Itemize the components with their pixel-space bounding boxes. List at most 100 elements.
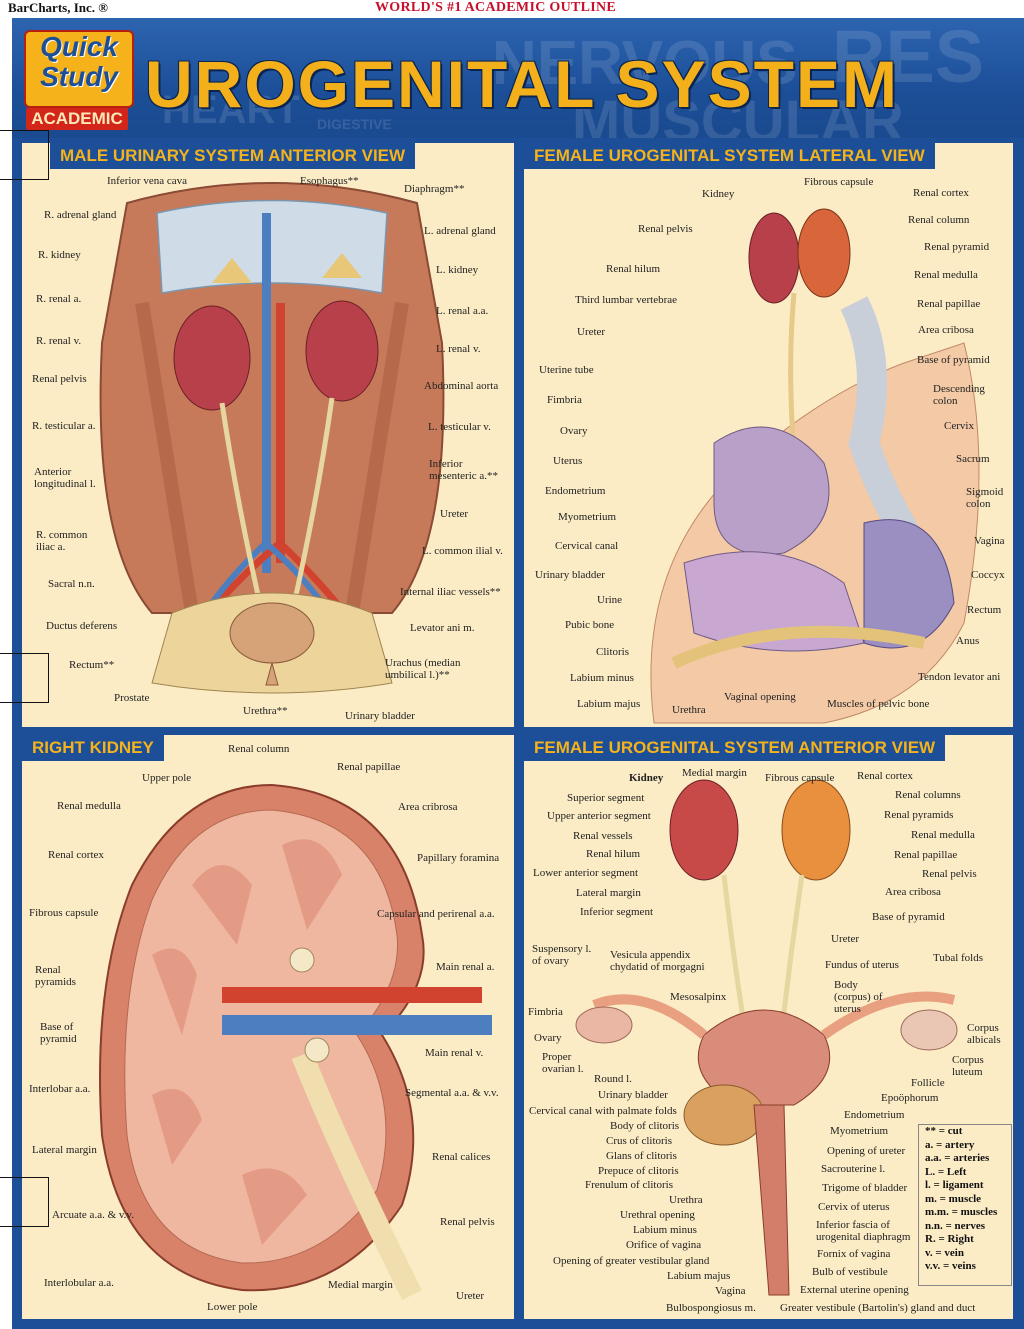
label: Greater vestibule (Bartolin's) gland and…	[780, 1302, 976, 1314]
label: Clitoris	[596, 646, 630, 658]
label: Renal	[35, 964, 61, 976]
label: Renal pelvis	[922, 868, 977, 880]
label: Vagina	[974, 535, 1005, 547]
logo-academic: ACADEMIC	[26, 108, 128, 130]
label: Esophagus**	[300, 175, 359, 187]
label: Sacrouterine l.	[821, 1163, 886, 1175]
label: Coccyx	[971, 569, 1005, 581]
top-bar: BarCharts, Inc. ® WORLD'S #1 ACADEMIC OU…	[0, 0, 1024, 18]
label: Superior segment	[567, 792, 645, 804]
background-word: RES	[832, 18, 985, 98]
label: Uterus	[553, 455, 583, 467]
panel-title: FEMALE UROGENITAL SYSTEM LATERAL VIEW	[524, 143, 935, 169]
panel-title: MALE URINARY SYSTEM ANTERIOR VIEW	[50, 143, 416, 169]
label: Opening of ureter	[827, 1145, 906, 1157]
label: umbilical l.)**	[385, 669, 450, 681]
label: Inferior vena cava	[107, 175, 188, 187]
panel-title: FEMALE UROGENITAL SYSTEM ANTERIOR VIEW	[524, 735, 946, 761]
label: L. renal a.a.	[436, 305, 489, 317]
female-anterior-illustration	[575, 779, 958, 1296]
panel-female-lateral: FEMALE UROGENITAL SYSTEM LATERAL VIEW Ki…	[524, 143, 1013, 727]
label: Urethra	[672, 704, 706, 716]
legend-item: v.v. = veins	[925, 1260, 976, 1272]
male-urinary-illustration	[99, 182, 445, 694]
label: Base of pyramid	[917, 354, 990, 366]
label: Fundus of uterus	[825, 959, 899, 971]
panel-male-urinary: MALE URINARY SYSTEM ANTERIOR VIEW Inferi…	[22, 143, 514, 727]
label: Interlobar a.a.	[29, 1083, 91, 1095]
label: urogenital diaphragm	[816, 1231, 911, 1243]
label: Renal papillae	[337, 761, 401, 773]
label: Corpus	[952, 1054, 984, 1066]
label: Corpus	[967, 1022, 999, 1034]
label: Urachus (median	[385, 657, 461, 669]
label: Rectum**	[69, 659, 115, 671]
label: luteum	[952, 1066, 983, 1078]
legend-item: a.a. = arteries	[925, 1152, 990, 1164]
label: longitudinal l.	[34, 478, 96, 490]
label: Area cribosa	[885, 886, 941, 898]
label: Proper	[542, 1051, 572, 1063]
legend-item: m. = muscle	[925, 1192, 982, 1205]
label: colon	[933, 395, 958, 407]
label: Lateral margin	[32, 1144, 97, 1156]
label: of ovary	[532, 955, 569, 967]
legend-item: L. = Left	[925, 1165, 967, 1178]
label: Labium majus	[577, 698, 641, 710]
label: Lower pole	[207, 1301, 258, 1313]
label: R. renal a.	[36, 293, 82, 305]
label: Renal hilum	[606, 263, 661, 275]
label: R. adrenal gland	[44, 209, 117, 221]
female-lateral-illustration	[650, 208, 980, 724]
label: ovarian l.	[542, 1063, 584, 1075]
label: Renal column	[908, 214, 970, 226]
label: Fimbria	[528, 1006, 563, 1018]
label: Renal calices	[432, 1151, 491, 1163]
label: chydatid of morgagni	[610, 961, 705, 973]
label: Renal columns	[895, 789, 961, 801]
label: R. testicular a.	[32, 420, 96, 432]
label: Cervix of uterus	[818, 1201, 890, 1213]
label: Tendon levator ani	[918, 671, 1001, 683]
label: Urethra**	[243, 705, 288, 717]
label: Lateral margin	[576, 887, 641, 899]
logo-line1: Quick	[40, 31, 118, 62]
legend-item: l. = ligament	[925, 1179, 984, 1191]
label: Lower anterior segment	[533, 867, 639, 879]
label: Renal pelvis	[638, 223, 693, 235]
label: Ovary	[534, 1032, 562, 1044]
label: Labium majus	[667, 1270, 731, 1282]
label: Ureter	[456, 1290, 485, 1302]
legend-item: ** = cut	[925, 1125, 963, 1137]
label: Mesosalpinx	[670, 991, 727, 1003]
label: Orifice of vagina	[626, 1239, 702, 1251]
label: L. common ilial v.	[422, 545, 503, 557]
label: Fornix of vagina	[817, 1248, 891, 1260]
legend-item: v. = vein	[925, 1246, 964, 1259]
label: Medial margin	[682, 767, 747, 779]
label: Renal medulla	[57, 800, 121, 812]
legend-item: m.m. = muscles	[925, 1206, 998, 1218]
label: Renal pelvis	[32, 373, 87, 385]
label: Third lumbar vertebrae	[575, 294, 678, 306]
label: Bulb of vestibule	[812, 1266, 888, 1278]
label: Abdominal aorta	[424, 380, 499, 392]
label: Body of clitoris	[610, 1120, 680, 1132]
label: Ureter	[577, 326, 606, 338]
label: External uterine opening	[800, 1284, 909, 1296]
label: Renal vessels	[573, 830, 633, 842]
label: Anus	[956, 635, 980, 647]
label: Myometrium	[830, 1125, 889, 1137]
label: Vesicula appendix	[610, 949, 691, 961]
label: Epoöphorum	[881, 1092, 939, 1104]
label: Diaphragm**	[404, 183, 465, 195]
label: Renal cortex	[913, 187, 969, 199]
label: Inferior fascia of	[816, 1219, 890, 1231]
label: uterus	[834, 1003, 861, 1015]
label: pyramid	[40, 1033, 77, 1045]
right-kidney-illustration	[99, 783, 492, 1300]
label: Renal papillae	[917, 298, 981, 310]
label: Cervical canal	[555, 540, 619, 552]
header-banner: NERVOUS RES HEART MUSCULAR DIGESTIVE	[12, 18, 1024, 138]
label: Urethral opening	[620, 1209, 695, 1221]
